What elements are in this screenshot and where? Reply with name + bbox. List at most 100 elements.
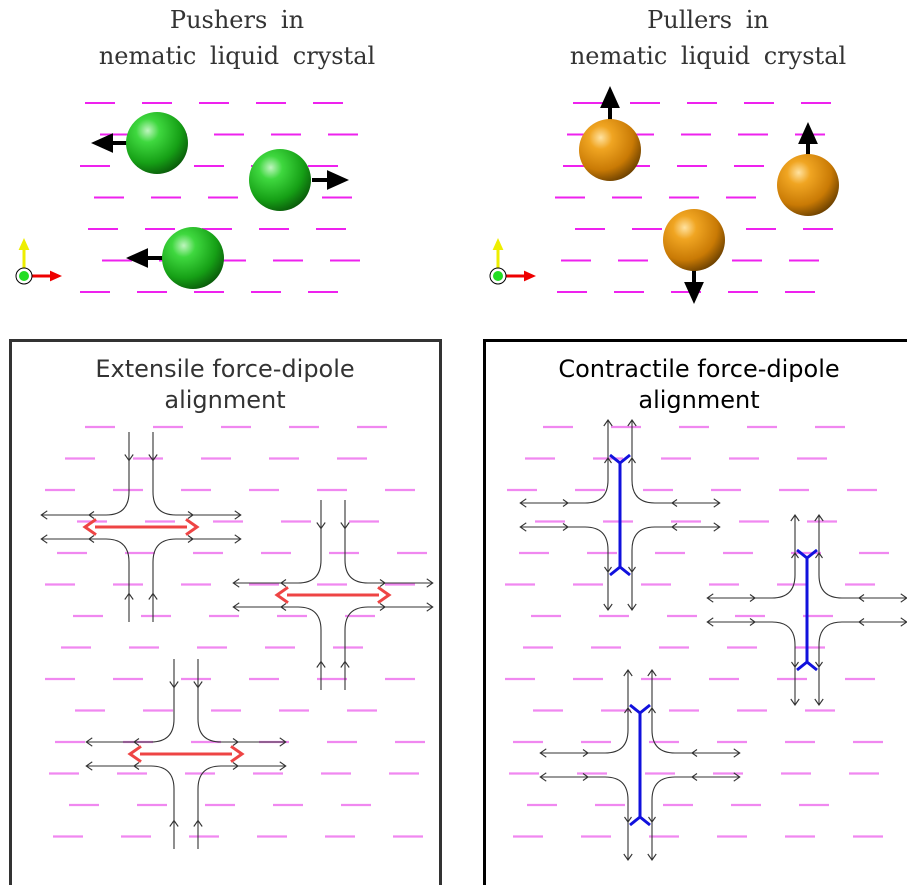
streamline: [651, 670, 740, 754]
z-axis-dot: [19, 271, 29, 281]
flow-arrow-icon: [124, 592, 134, 600]
streamline: [86, 765, 175, 849]
flow-arrow-icon: [647, 853, 657, 861]
x-axis-arrow-icon: [524, 270, 536, 282]
pushers-title: Pushers in nematic liquid crystal: [27, 2, 447, 74]
flow-arrow-icon: [691, 773, 698, 781]
flow-arrow-icon: [274, 586, 289, 604]
pusher-sphere: [126, 112, 188, 174]
y-axis-arrow-icon: [492, 238, 504, 250]
streamline: [707, 621, 796, 705]
flow-arrow-icon: [519, 498, 527, 508]
streamline: [651, 776, 740, 860]
flow-arrow-icon: [623, 853, 633, 861]
flow-arrow-icon: [280, 579, 287, 587]
streamline: [41, 432, 130, 516]
pusher-sphere: [249, 149, 311, 211]
streamline: [152, 432, 241, 516]
flow-arrow-icon: [377, 586, 392, 604]
flow-arrow-icon: [671, 499, 678, 507]
flow-arrow-icon: [40, 534, 48, 544]
flow-arrow-icon: [749, 618, 756, 626]
streamline: [631, 420, 720, 504]
flow-arrow-icon: [379, 579, 386, 587]
flow-arrow-icon: [733, 772, 741, 782]
flow-arrow-icon: [790, 698, 800, 706]
z-axis-dot: [493, 271, 503, 281]
flow-arrow-icon: [234, 534, 242, 544]
contractile-panel: [483, 339, 907, 885]
flow-arrow-icon: [148, 592, 158, 600]
flow-arrow-icon: [648, 707, 656, 714]
flow-arrow-icon: [858, 594, 865, 602]
flow-arrow-icon: [519, 522, 527, 532]
flow-arrow-icon: [85, 737, 93, 747]
flow-arrow-icon: [624, 816, 632, 823]
flow-arrow-icon: [706, 593, 714, 603]
flow-arrow-icon: [791, 552, 799, 559]
contractile-fork-icon: [629, 815, 651, 827]
flow-arrow-icon: [624, 707, 632, 714]
flow-arrow-icon: [169, 681, 179, 689]
flow-arrow-icon: [193, 681, 203, 689]
flow-arrow-icon: [582, 749, 589, 757]
flow-arrow-icon: [539, 748, 547, 758]
extensile-title-line2: alignment: [164, 386, 286, 414]
flow-arrow-icon: [604, 457, 612, 464]
flow-arrow-icon: [426, 578, 434, 588]
contractile-fork-icon: [796, 548, 818, 560]
flow-arrow-icon: [40, 510, 48, 520]
arrow-icon: [327, 170, 349, 190]
flow-arrow-icon: [234, 510, 242, 520]
pusher-sphere: [162, 227, 224, 289]
flow-arrow-icon: [815, 552, 823, 559]
flow-arrow-icon: [187, 535, 194, 543]
flow-arrow-icon: [148, 454, 158, 462]
flow-arrow-icon: [562, 523, 569, 531]
contractile-fork-icon: [796, 660, 818, 672]
flow-arrow-icon: [340, 660, 350, 668]
flow-arrow-icon: [623, 669, 633, 677]
arrow-icon: [600, 86, 620, 108]
puller-sphere: [777, 154, 839, 216]
flow-arrow-icon: [169, 819, 179, 827]
flow-arrow-icon: [340, 522, 350, 530]
flow-arrow-icon: [124, 454, 134, 462]
flow-arrow-icon: [85, 761, 93, 771]
streamline: [41, 538, 130, 622]
flow-arrow-icon: [279, 761, 287, 771]
flow-arrow-icon: [713, 498, 721, 508]
y-axis-arrow-icon: [18, 238, 30, 250]
streamline: [818, 515, 907, 599]
pullers-title-line1: Pullers in: [647, 6, 769, 34]
streamline: [233, 606, 322, 690]
flow-arrow-icon: [232, 602, 240, 612]
flow-arrow-icon: [647, 669, 657, 677]
flow-arrow-icon: [232, 738, 239, 746]
flow-arrow-icon: [193, 819, 203, 827]
contractile-fork-icon: [629, 703, 651, 715]
streamline: [520, 420, 609, 504]
streamline: [197, 765, 286, 849]
contractile-title-line1: Contractile force-dipole: [558, 355, 840, 383]
flow-arrow-icon: [733, 748, 741, 758]
flow-arrow-icon: [671, 523, 678, 531]
extensile-panel: [9, 339, 442, 885]
flow-arrow-icon: [628, 457, 636, 464]
contractile-title: Contractile force-dipole alignment: [489, 354, 907, 416]
streamline: [197, 659, 286, 743]
flow-streamlines: [539, 669, 741, 861]
flow-arrow-icon: [88, 535, 95, 543]
extensile-title-line1: Extensile force-dipole: [95, 355, 355, 383]
contractile-title-line2: alignment: [638, 386, 760, 414]
contractile-fork-icon: [609, 565, 631, 577]
flow-arrow-icon: [82, 518, 97, 536]
extensile-title: Extensile force-dipole alignment: [15, 354, 435, 416]
flow-arrow-icon: [232, 578, 240, 588]
xyz-axes-icon: [489, 238, 536, 285]
flow-arrow-icon: [791, 661, 799, 668]
flow-streamlines: [85, 659, 287, 849]
flow-streamlines: [706, 514, 907, 706]
pushers-title-line1: Pushers in: [169, 6, 305, 34]
flow-arrow-icon: [628, 566, 636, 573]
